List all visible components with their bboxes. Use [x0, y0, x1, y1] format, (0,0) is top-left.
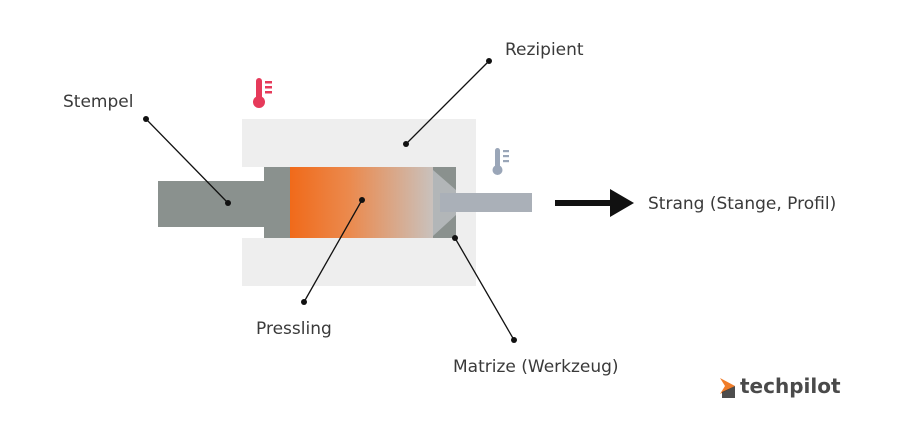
leader-rezipient	[403, 58, 492, 147]
label-stempel: Stempel	[63, 92, 133, 112]
thermometer-cool-icon	[492, 148, 509, 175]
label-matrize: Matrize (Werkzeug)	[453, 357, 619, 377]
techpilot-wordmark: techpilot	[740, 374, 841, 398]
techpilot-logo: techpilot	[720, 374, 841, 398]
leader-pressling	[301, 197, 365, 305]
label-strang: Strang (Stange, Profil)	[648, 194, 836, 214]
pressling-billet	[290, 167, 440, 238]
leader-matrize	[452, 235, 517, 343]
techpilot-logo-mark	[720, 378, 735, 394]
strang-extrusion	[440, 193, 532, 212]
output-arrow	[555, 189, 634, 217]
thermometer-hot-icon	[253, 78, 272, 108]
stempel-ram	[158, 167, 290, 238]
label-rezipient: Rezipient	[505, 40, 584, 60]
rezipient-container	[242, 119, 476, 286]
label-pressling: Pressling	[256, 319, 332, 339]
leader-stempel	[143, 116, 231, 206]
